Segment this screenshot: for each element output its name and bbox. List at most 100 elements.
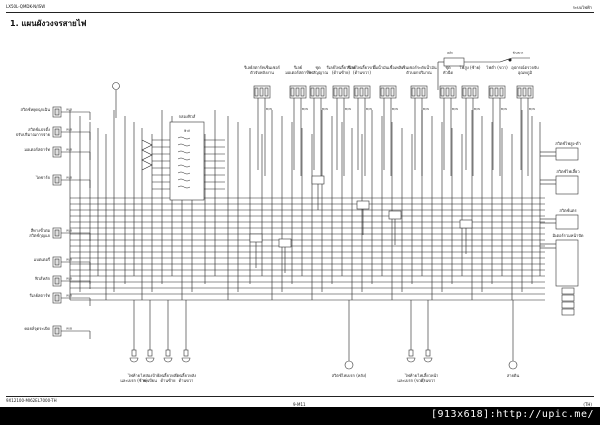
- left-connector-pin: [54, 294, 60, 302]
- top-connector-pin: [472, 87, 477, 97]
- top-connector-pin: [343, 87, 348, 97]
- wire-code: W/B: [66, 327, 72, 331]
- header-model-code: LX50L-QMDK-N/ISW: [6, 4, 46, 9]
- top-connector-pin: [467, 87, 472, 97]
- top-connector-pin: [517, 87, 522, 97]
- top-connector-pin: [421, 87, 426, 97]
- right-connector: [555, 239, 579, 287]
- top-connector-pin: [259, 87, 264, 97]
- bottom-bulb-base: [408, 349, 414, 357]
- bottom-sensor: [508, 360, 518, 370]
- top-component-label: ปั๊มน้ำมันเชื้อเพลิง: [373, 63, 403, 70]
- right-component-label: มิเตอร์รวมหน้าปัด: [552, 233, 584, 238]
- wire-code: W/B: [66, 277, 72, 281]
- wire-code: W/B: [66, 176, 72, 180]
- left-component-label: สวิตช์หยุดฉุกเฉิน: [20, 107, 50, 113]
- top-connector-pin: [254, 87, 259, 97]
- bottom-component-label: ไฟท้ายและเบรก (ซ้าย): [120, 373, 148, 383]
- right-connector: [555, 147, 579, 161]
- top-connector-pin: [489, 87, 494, 97]
- wire-code: B/W: [423, 107, 429, 111]
- bottom-component-label: ไฟส่องป้ายทะเบียน: [140, 373, 160, 383]
- top-right-switch: [443, 57, 465, 67]
- bottom-bulb: [145, 357, 155, 363]
- bottom-bulb-base: [165, 349, 171, 357]
- footer-page-number: 9-M11: [293, 402, 306, 407]
- page-title: 1. แผนผังวงจรสายไฟ: [10, 19, 87, 28]
- top-component-label: ไฟต่ำ (ขวา): [485, 65, 508, 70]
- top-component-label: ชุดหัวฉีด: [443, 65, 454, 75]
- bottom-component-label: ไฟเลี้ยวหลังด้านขวา: [175, 371, 196, 383]
- top-connector-pin: [522, 87, 527, 97]
- fuse-box-label: กล่องฟิวส์: [179, 114, 196, 119]
- left-connector-pin: [54, 277, 60, 285]
- left-component-label: ไดชาร์จ: [35, 175, 50, 180]
- top-component-label: เซ็นเซอร์ระดับน้ำมันตัวบอกปริมาณ: [401, 63, 437, 75]
- component-group: [52, 57, 579, 370]
- top-component-label: อุปกรณ์ตรวจจับอุณหภูมิ: [511, 65, 539, 76]
- top-connector-pin: [364, 87, 369, 97]
- right-connector: [555, 214, 579, 230]
- right-aux-connector: [561, 294, 575, 302]
- left-connector-pin: [54, 128, 60, 136]
- top-component-label: รีเลย์ไฟเลี้ยวซ้าย(ด้านซ้าย): [326, 63, 356, 75]
- right-aux-connector: [561, 301, 575, 309]
- left-connector-pin: [54, 229, 60, 237]
- top-connector-pin: [354, 87, 359, 97]
- top-component-label: รีเลย์ไฟเลี้ยวขวา(ด้านขวา): [347, 63, 377, 75]
- bottom-component-label: สวิตช์ไฟเบรก (หลัง): [332, 373, 367, 378]
- bottom-bulb-base: [131, 349, 137, 357]
- top-connector-pin: [295, 87, 300, 97]
- fuse-icon: [177, 164, 191, 168]
- wire-code: W/B: [66, 108, 72, 112]
- right-aux-connector: [561, 287, 575, 295]
- fuse-icon: [177, 143, 191, 147]
- left-connector-pin: [54, 258, 60, 266]
- wire-code: B/W: [392, 107, 398, 111]
- top-connector-pin: [499, 87, 504, 97]
- top-connector-pin: [380, 87, 385, 97]
- right-component-label: สวิตช์ไฟสูง-ต่ำ: [555, 141, 581, 147]
- wire-code: W/B: [66, 148, 72, 152]
- top-connector-pin: [527, 87, 532, 97]
- mid-connector: [311, 175, 325, 185]
- mid-connector: [459, 219, 473, 229]
- gauge-circle: [112, 82, 120, 90]
- bottom-component-label: ไฟเลี้ยวหน้าด้านขวา: [417, 371, 439, 383]
- top-component-label: รีเลย์มอเตอร์สตาร์ท: [285, 65, 311, 75]
- top-right-label-main: หลัก: [447, 51, 453, 55]
- top-connector-pin: [290, 87, 295, 97]
- fuse-icon: [177, 178, 191, 182]
- fuse-icon: [177, 150, 191, 154]
- zigzag-lead: [141, 139, 153, 171]
- left-component-label: สี่ทางขั้วต่อสวิตช์กุญแจ: [29, 226, 50, 239]
- bottom-bulb-base: [425, 349, 431, 357]
- right-component-label: สวิตช์ไฟเลี้ยว: [556, 167, 579, 174]
- left-component-label: รีเลย์สตาร์ท: [29, 293, 51, 298]
- left-connector-pin: [54, 148, 60, 156]
- bottom-bulb-base: [147, 349, 153, 357]
- top-connector-pin: [385, 87, 390, 97]
- wire-code: B/W: [266, 107, 272, 111]
- fuse-icon: [177, 157, 191, 161]
- bottom-bulb-base: [183, 349, 189, 357]
- top-right-label-right: ข้างขวา: [513, 51, 524, 55]
- left-component-label: คอยล์จุดระเบิด: [24, 326, 50, 332]
- footer-lang: (TH): [583, 402, 592, 407]
- top-connector-pin: [445, 87, 450, 97]
- image-host-watermark: [913x618]:http://upic.me/: [430, 409, 594, 420]
- bottom-bulb: [163, 357, 173, 363]
- top-connector-pin: [411, 87, 416, 97]
- fuse-icon: [177, 171, 191, 175]
- wire-code: B/W: [366, 107, 372, 111]
- wire-code: W/B: [66, 229, 72, 233]
- header-section: ระบบไฟฟ้า: [572, 5, 592, 10]
- top-connector-pin: [359, 87, 364, 97]
- top-connector-pin: [320, 87, 325, 97]
- wire-code: B/W: [322, 107, 328, 111]
- wire-code: B/W: [474, 107, 480, 111]
- top-component-label: รีเลย์สตาร์ทเซ็นเซอร์ตัวจับพลังงาน: [243, 64, 281, 75]
- top-connector-pin: [338, 87, 343, 97]
- wire-bundle: [61, 57, 578, 361]
